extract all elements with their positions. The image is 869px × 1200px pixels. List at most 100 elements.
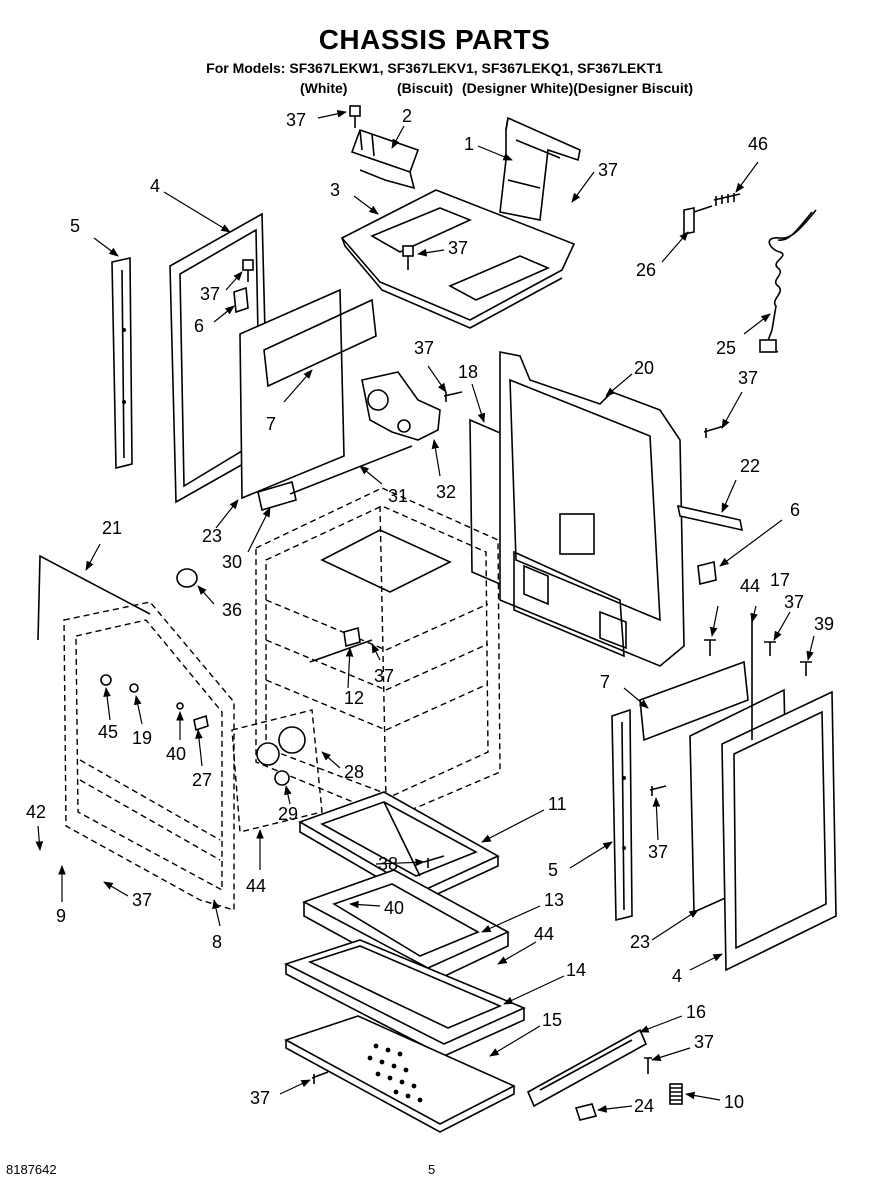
- callout-23: 23: [202, 526, 222, 546]
- callout-44: 44: [534, 924, 554, 944]
- callout-32: 32: [436, 482, 456, 502]
- screw-37-sidepanel: [242, 259, 254, 282]
- screw-37-valve: [443, 391, 463, 402]
- callout-20: 20: [634, 358, 654, 378]
- frame-screws: [100, 674, 209, 732]
- part-46-screw: [713, 193, 741, 206]
- callout-3: 3: [330, 180, 340, 200]
- callout-37: 37: [448, 238, 468, 258]
- callout-38: 38: [378, 854, 398, 874]
- callout-9: 9: [56, 906, 66, 926]
- part-21-door-gasket: [37, 554, 151, 641]
- callout-45: 45: [98, 722, 118, 742]
- callout-37: 37: [374, 666, 394, 686]
- callout-37: 37: [738, 368, 758, 388]
- part-2-bracket: [350, 128, 420, 190]
- callout-44: 44: [740, 576, 760, 596]
- callout-4: 4: [150, 176, 160, 196]
- part-12-sensor: [309, 626, 373, 663]
- screw-37-rail: [644, 1057, 652, 1074]
- part-15-bottom-panel: [284, 1015, 516, 1133]
- callout-5: 5: [548, 860, 558, 880]
- page-title: CHASSIS PARTS: [318, 24, 551, 55]
- callout-31: 31: [388, 486, 408, 506]
- callout-22: 22: [740, 456, 760, 476]
- part-20-back-panel: [499, 351, 685, 667]
- callout-16: 16: [686, 1002, 706, 1022]
- part-7-insulation-right: [639, 660, 749, 742]
- callout-42: 42: [26, 802, 46, 822]
- callout-29: 29: [278, 804, 298, 824]
- part-5-left-strip: [111, 257, 133, 470]
- callout-37: 37: [694, 1032, 714, 1052]
- part-1-vent-duct: [499, 116, 581, 221]
- callout-27: 27: [192, 770, 212, 790]
- screw-37-top: [349, 105, 361, 128]
- part-5-right-strip: [611, 708, 633, 922]
- part-6-left-bracket: [233, 286, 249, 314]
- models-line: For Models: SF367LEKW1, SF367LEKV1, SF36…: [206, 60, 663, 76]
- callout-15: 15: [542, 1010, 562, 1030]
- part-25-power-cord: [759, 209, 817, 353]
- callout-21: 21: [102, 518, 122, 538]
- callout-40: 40: [166, 744, 186, 764]
- callout-4: 4: [672, 966, 682, 986]
- callout-6: 6: [194, 316, 204, 336]
- part-26-clip: [683, 205, 713, 235]
- part-4-right-side-panel: [721, 690, 837, 972]
- callout-46: 46: [748, 134, 768, 154]
- callout-24: 24: [634, 1096, 654, 1116]
- callout-37: 37: [132, 890, 152, 910]
- callout-6: 6: [790, 500, 800, 520]
- callout-28: 28: [344, 762, 364, 782]
- screw-37-back: [703, 425, 725, 438]
- variant-white: (White): [300, 80, 348, 96]
- part-3-base-plate: [340, 189, 576, 329]
- screw-37-bottom: [311, 1071, 329, 1084]
- callout-7: 7: [266, 414, 276, 434]
- part-32-valve: [361, 371, 441, 441]
- right-screws: [649, 616, 812, 796]
- screw-37-plate: [402, 245, 414, 270]
- part-8-front-frame: [63, 601, 235, 911]
- callout-37: 37: [200, 284, 220, 304]
- callout-37: 37: [414, 338, 434, 358]
- callout-36: 36: [222, 600, 242, 620]
- callout-39: 39: [814, 614, 834, 634]
- callout-40: 40: [384, 898, 404, 918]
- part-24-clip: [574, 1103, 598, 1121]
- variant-designer: (Designer White)(Designer Biscuit): [462, 80, 694, 96]
- callout-labels: 37 2 1 37 3 37 4 5 37 6 46 26 25 7 37 18…: [26, 106, 834, 1116]
- callout-18: 18: [458, 362, 478, 382]
- callout-26: 26: [636, 260, 656, 280]
- callout-14: 14: [566, 960, 586, 980]
- screw-38: [423, 855, 445, 868]
- callout-25: 25: [716, 338, 736, 358]
- callout-44: 44: [246, 876, 266, 896]
- callout-8: 8: [212, 932, 222, 952]
- callout-30: 30: [222, 552, 242, 572]
- part-31-rod: [289, 445, 413, 495]
- part-30-hinge: [257, 480, 297, 512]
- callout-23: 23: [630, 932, 650, 952]
- part-7-insulation-left: [239, 288, 377, 500]
- callout-37: 37: [648, 842, 668, 862]
- callout-19: 19: [132, 728, 152, 748]
- callout-37: 37: [598, 160, 618, 180]
- doc-number: 8187642: [6, 1162, 57, 1177]
- part-22-rail: [676, 504, 744, 532]
- callout-37: 37: [784, 592, 804, 612]
- callout-11: 11: [548, 794, 567, 814]
- callout-12: 12: [344, 688, 364, 708]
- part-6-right-bracket: [697, 561, 717, 585]
- callout-1: 1: [464, 134, 474, 154]
- page-number: 5: [428, 1162, 436, 1177]
- part-28-burner-assembly: [231, 709, 323, 833]
- callout-7: 7: [600, 672, 610, 692]
- callout-37: 37: [250, 1088, 270, 1108]
- callout-10: 10: [724, 1092, 744, 1112]
- part-10-leveler: [669, 1083, 683, 1105]
- callout-13: 13: [544, 890, 564, 910]
- variant-biscuit: (Biscuit): [397, 80, 453, 96]
